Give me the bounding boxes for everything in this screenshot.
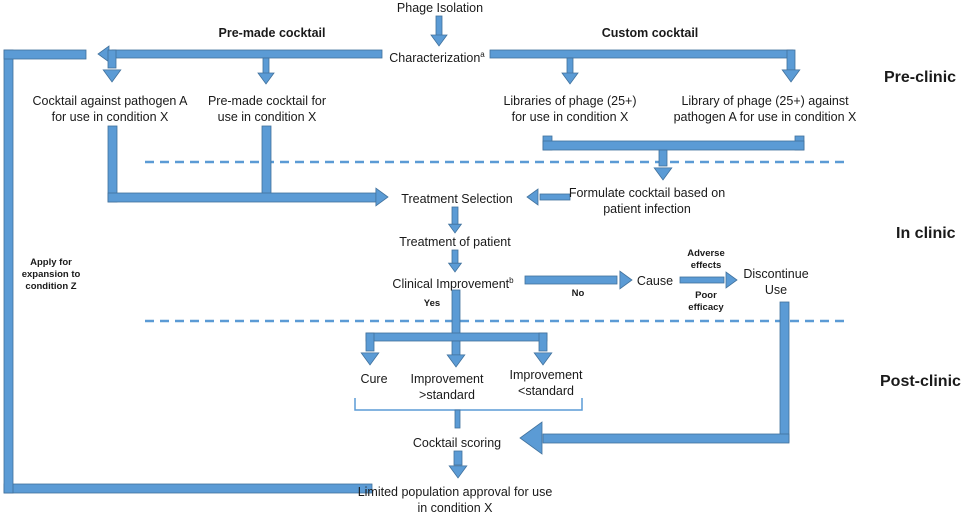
bar-to-treatment-selection — [107, 192, 379, 203]
node-treatment-selection: Treatment Selection — [401, 192, 513, 206]
phase-post-clinic: Post-clinic — [880, 373, 961, 390]
node-library-pathogen-a: Library of phage (25+) against pathogen … — [673, 94, 857, 124]
node-cocktail-scoring: Cocktail scoring — [412, 436, 502, 450]
arrow-formulate-selection-head — [526, 188, 539, 206]
node-premade-for-x: Pre-made cocktail for use in condition X — [207, 94, 327, 124]
node-limited-approval: Limited population approval for use in c… — [357, 485, 553, 515]
bar-bracket-to-scoring — [454, 409, 461, 429]
node-cause: Cause — [636, 274, 674, 288]
bar-to-improvement-lt — [538, 332, 548, 352]
node-libraries-25: Libraries of phage (25+) for use in cond… — [503, 94, 637, 124]
arrow-library-a-head — [781, 69, 801, 83]
edge-label-adverse: Adverse effects — [687, 248, 725, 271]
arrow-isolation-head — [430, 34, 448, 47]
arrow-apply-head — [97, 45, 110, 63]
arrow-approval-head — [448, 465, 468, 479]
bar-to-formulate — [658, 149, 668, 167]
node-clinical-improvement: Clinical Improvementb — [392, 273, 513, 292]
arrow-patient-head — [447, 223, 463, 234]
bar-scoring-to-approval — [453, 450, 463, 466]
arrow-discontinue-head — [725, 271, 738, 289]
arrow-cause-head — [619, 270, 633, 290]
arrow-scoring-head — [519, 421, 543, 455]
header-custom-cocktail: Custom cocktail — [601, 26, 699, 40]
bar-discontinue-to-scoring — [542, 433, 790, 444]
arrow-libraries-head — [561, 72, 579, 85]
edge-label-yes: Yes — [423, 298, 441, 309]
bar-cocktail-a-down — [107, 125, 118, 203]
clinical-improvement-footnote: b — [509, 276, 514, 285]
header-premade-cocktail: Pre-made cocktail — [218, 26, 326, 40]
outcomes-bracket — [354, 398, 583, 411]
arrow-improvement-lt-head — [533, 352, 553, 366]
bar-outcomes-split — [365, 332, 548, 342]
node-improvement-gt: Improvement >standard — [410, 372, 484, 402]
node-characterization: Characterizationa — [389, 47, 484, 66]
bar-discontinue-down — [779, 301, 790, 443]
arrow-treatment-selection-head — [375, 187, 389, 207]
node-formulate: Formulate cocktail based on patient infe… — [568, 186, 726, 216]
characterization-text: Characterization — [389, 51, 481, 66]
characterization-footnote: a — [480, 50, 485, 59]
bar-custom-right-drop — [786, 49, 796, 71]
edge-label-poor: Poor efficacy — [688, 290, 724, 313]
phase-in-clinic: In clinic — [896, 225, 956, 242]
clinical-improvement-text: Clinical Improvement — [392, 277, 510, 292]
bar-premade-x-down — [261, 125, 272, 197]
bar-to-cure — [365, 332, 375, 352]
arrow-improvement-head — [447, 262, 463, 273]
bar-custom-mid-drop — [566, 57, 574, 75]
node-discontinue: Discontinue Use — [743, 267, 809, 297]
arrow-formulate-head — [653, 167, 673, 181]
bar-loop-top — [3, 49, 87, 60]
arrow-improvement-gt-head — [446, 354, 466, 368]
node-phage-isolation: Phage Isolation — [396, 1, 484, 15]
node-cocktail-pathogen-a: Cocktail against pathogen A for use in c… — [32, 94, 188, 124]
arrow-cure-head — [360, 352, 380, 366]
bar-improvement-to-cause — [524, 275, 618, 285]
bar-custom-join — [542, 140, 805, 151]
node-cure: Cure — [360, 372, 388, 386]
bar-premade-top — [111, 49, 383, 59]
bar-yes-down — [451, 289, 461, 337]
bar-loop-bottom — [3, 483, 373, 494]
bar-premade-mid-drop — [262, 57, 270, 75]
bar-formulate-to-selection — [539, 193, 571, 201]
node-improvement-lt: Improvement <standard — [509, 368, 583, 398]
bar-to-improvement-gt — [451, 340, 461, 356]
edge-label-apply: Apply for expansion to condition Z — [21, 257, 81, 292]
arrow-cocktail-a-head — [102, 69, 122, 83]
node-treatment-patient: Treatment of patient — [399, 235, 511, 249]
bar-cause-to-discontinue — [679, 276, 725, 284]
bar-premade-left-drop — [107, 49, 117, 69]
arrow-premade-x-head — [257, 72, 275, 85]
bar-custom-top — [489, 49, 794, 59]
edge-label-no: No — [571, 288, 585, 299]
phase-pre-clinic: Pre-clinic — [884, 69, 957, 86]
